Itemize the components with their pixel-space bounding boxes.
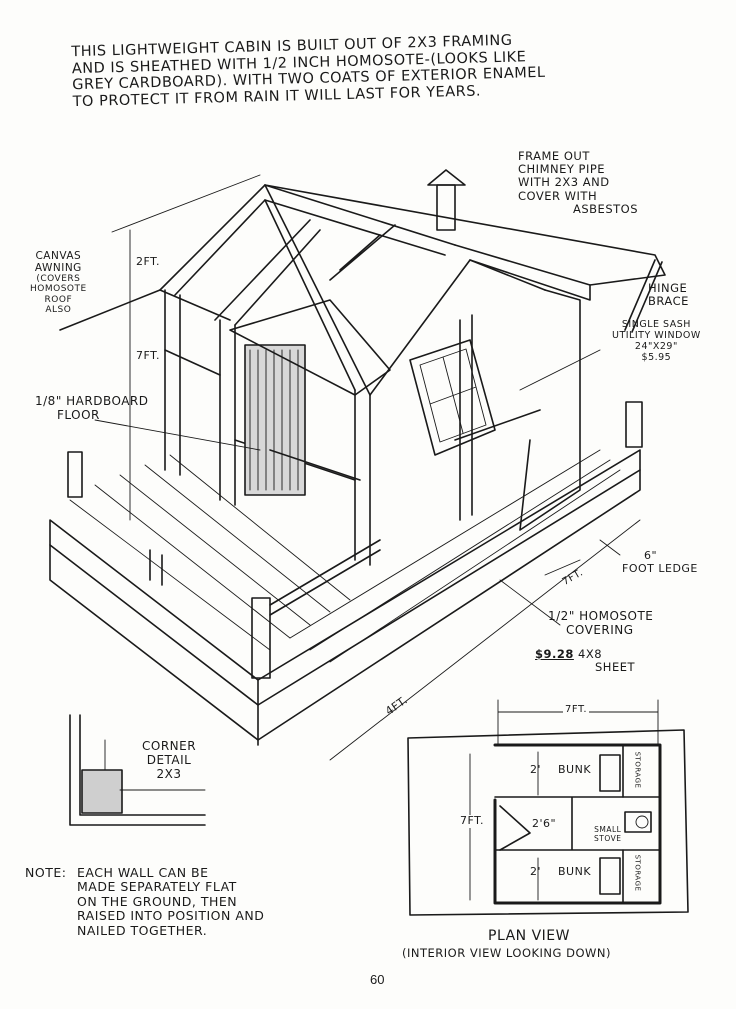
page-number: 60 xyxy=(370,972,385,987)
price-text: $9.28 xyxy=(535,647,574,661)
plan-view-subtitle: (Interior view looking down) xyxy=(402,946,611,960)
bottom-storage-label: Storage xyxy=(633,854,642,892)
top-bunk-label: Bunk xyxy=(558,763,592,776)
plan-width-dimension: 7Ft. xyxy=(563,704,590,716)
label-line: roof xyxy=(44,294,73,305)
label-line: detail xyxy=(146,752,192,767)
label-line: 1/2" homosote xyxy=(548,609,654,623)
label-line: Hinge xyxy=(648,281,688,295)
label-line: 6" xyxy=(644,549,658,562)
aisle-width: 2'6" xyxy=(532,817,557,830)
label-line: Corner xyxy=(142,739,197,753)
hardboard-floor-label: 1/8" hardboardfloor xyxy=(35,394,149,423)
label-line: stove xyxy=(594,833,622,843)
plan-height-dimension: 7Ft. xyxy=(460,814,485,828)
note-line: on the ground, then xyxy=(77,893,238,909)
note-block: Note: each wall can bemade separately fla… xyxy=(25,865,265,938)
deck-platform xyxy=(49,401,643,746)
label-line: also xyxy=(45,305,72,316)
awning-label: Canvasawning(covershomosoteroofalso xyxy=(30,250,87,316)
label-line: $5.95 xyxy=(641,351,672,363)
label-line: covering xyxy=(566,622,634,637)
label-line: homosote xyxy=(30,284,87,295)
note-line: made separately flat xyxy=(77,879,237,895)
bottom-bunk-label: Bunk xyxy=(558,865,592,878)
plan-view-drawing xyxy=(407,699,689,916)
label-line: 1/8" hardboard xyxy=(35,394,149,408)
label-line: (covers xyxy=(36,274,81,285)
label-line: asbestos xyxy=(573,201,638,216)
cabin-frame xyxy=(159,184,591,566)
corner-detail-drawing xyxy=(69,714,206,826)
leader-lines xyxy=(94,349,641,761)
canvas-awning xyxy=(59,174,666,521)
note-line: nailed together. xyxy=(77,922,208,938)
top-storage-label: Storage xyxy=(633,751,642,789)
chimney xyxy=(427,169,466,231)
stove-label: Smallstove xyxy=(594,825,622,843)
label-line: awning xyxy=(34,262,82,275)
top-bunk-width: 2' xyxy=(530,763,542,776)
label-line: Frame out xyxy=(518,149,590,163)
dimension-7ft-height: 7Ft. xyxy=(136,349,161,362)
label-line: Canvas xyxy=(35,250,82,262)
plan-view-title: Plan View xyxy=(488,928,570,944)
bottom-bunk-width: 2' xyxy=(530,865,542,878)
homosote-label: 1/2" homosotecovering xyxy=(548,609,654,638)
label-line: sheet xyxy=(595,660,636,675)
label-line: floor xyxy=(57,407,100,422)
chimney-label: Frame outchimney pipewith 2x3 andcover w… xyxy=(518,149,638,216)
label-line: 4x8 xyxy=(578,647,603,661)
label-line: 2x3 xyxy=(156,766,182,781)
label-line: Small xyxy=(594,825,622,834)
note-prefix: Note: xyxy=(25,865,67,880)
hinge-brace-label: Hingebrace xyxy=(648,281,689,309)
label-line: chimney pipe xyxy=(518,162,606,177)
note-line: each wall can be xyxy=(77,865,209,880)
window-label: Single sashutility window24"x29"$5.95 xyxy=(612,319,701,364)
sheet-price-label: $9.28 4x8sheet xyxy=(535,647,636,675)
note-line: raised into position and xyxy=(77,908,265,924)
window-sash xyxy=(409,339,541,456)
label-line: brace xyxy=(648,294,689,309)
label-line: cover with xyxy=(518,188,598,203)
label-line: with 2x3 and xyxy=(518,175,610,190)
label-line: 24"x29" xyxy=(634,340,678,352)
foot-ledge-label: 6"foot ledge xyxy=(622,549,698,575)
label-line: foot ledge xyxy=(622,561,698,575)
label-line: utility window xyxy=(612,329,701,341)
dimension-2ft: 2Ft. xyxy=(136,255,161,268)
corner-detail-label: Cornerdetail2x3 xyxy=(142,739,197,781)
label-line: Single sash xyxy=(621,319,691,330)
